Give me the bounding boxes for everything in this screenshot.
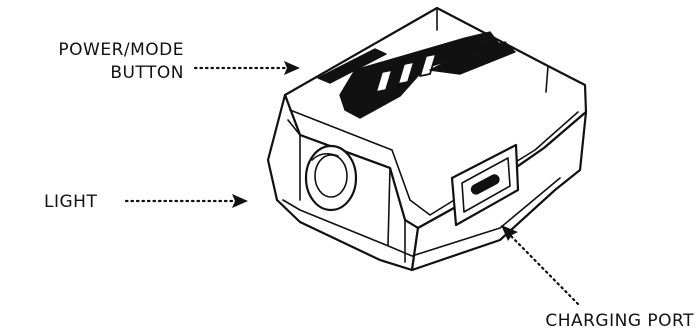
power-mode-label-line1: POWER/MODE [58, 40, 184, 60]
charging-port [450, 143, 520, 227]
callout-light: LIGHT [44, 192, 248, 212]
charging-port-leader-line [508, 233, 580, 306]
power-mode-label-line2: BUTTON [110, 63, 184, 83]
power-mode-arrowhead [284, 61, 300, 75]
light-label: LIGHT [44, 192, 97, 212]
callout-charging-port: CHARGING PORT [501, 225, 694, 331]
light-lens [304, 144, 358, 212]
device-illustration [266, 6, 588, 272]
charging-port-label: CHARGING PORT [545, 311, 694, 331]
light-arrowhead [232, 194, 248, 208]
charging-port-arrowhead [501, 225, 518, 241]
callout-power-mode: POWER/MODE BUTTON [58, 40, 300, 83]
power-mode-button[interactable] [317, 31, 516, 119]
